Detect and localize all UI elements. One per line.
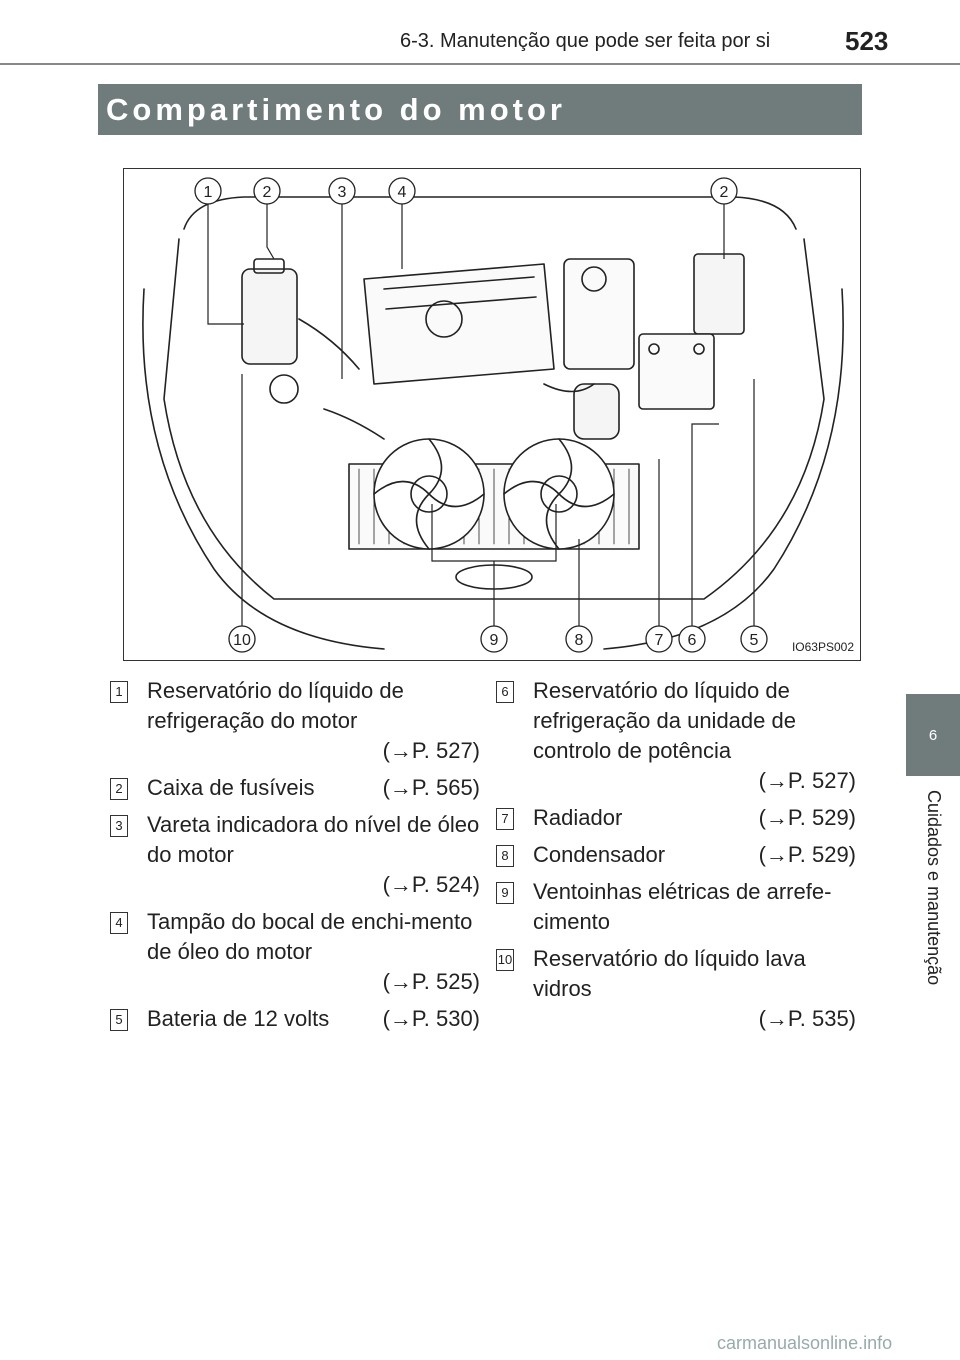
callout-2-right: 2 (720, 184, 729, 201)
callout-10: 10 (233, 632, 251, 649)
figure-code: IO63PS002 (791, 640, 854, 654)
callout-7: 7 (655, 632, 664, 649)
item-text: Radiador (533, 805, 623, 830)
list-item: 10 Reservatório do líquido lava vidros (… (496, 944, 856, 1034)
section-title: 6-3. Manutenção que pode ser feita por s… (400, 30, 771, 52)
list-item: 5 (→P. 530) Bateria de 12 volts (110, 1004, 480, 1034)
parts-list-left: 1 Reservatório do líquido de refrigeraçã… (110, 676, 480, 1041)
page-reference-link[interactable]: (→P. 525) (382, 969, 480, 994)
callout-2: 2 (263, 184, 272, 201)
item-number: 4 (110, 912, 128, 934)
item-text: Bateria de 12 volts (147, 1006, 330, 1031)
item-number: 9 (496, 882, 514, 904)
callout-9: 9 (490, 632, 499, 649)
item-number: 2 (110, 778, 128, 800)
list-item: 1 Reservatório do líquido de refrigeraçã… (110, 676, 480, 766)
item-number: 5 (110, 1009, 128, 1031)
list-item: 3 Vareta indicadora do nível de óleo do … (110, 810, 480, 900)
watermark: carmanualsonline.info (717, 1333, 893, 1353)
parts-list-right: 6 Reservatório do líquido de refrigeraçã… (496, 676, 856, 1041)
chapter-label: Cuidados e manutenção (924, 790, 944, 986)
item-text: Condensador (533, 842, 666, 867)
page-reference-link[interactable]: (→P. 535) (758, 1006, 856, 1031)
page-reference-link[interactable]: (→P. 529) (758, 805, 856, 830)
item-text: Reservatório do líquido de refrigeração … (533, 678, 796, 763)
item-number: 10 (496, 949, 514, 971)
page-title: Compartimento do motor (98, 84, 862, 135)
chapter-tab[interactable]: 6 (906, 694, 960, 776)
item-number: 6 (496, 681, 514, 703)
page-reference-link[interactable]: (→P. 527) (382, 738, 480, 763)
list-item: 4 Tampão do bocal de enchi-mento de óleo… (110, 907, 480, 997)
page-reference-link[interactable]: (→P. 529) (758, 842, 856, 867)
item-number: 1 (110, 681, 128, 703)
callout-5: 5 (750, 632, 759, 649)
item-number: 3 (110, 815, 128, 837)
item-text: Vareta indicadora do nível de óleo do mo… (147, 812, 480, 867)
item-text: Reservatório do líquido lava vidros (533, 946, 806, 1001)
page-number: 523 (845, 26, 889, 56)
engine-compartment-figure: 1 2 3 4 2 10 9 8 7 6 5 IO63PS002 (123, 168, 861, 661)
page-reference-link[interactable]: (→P. 524) (382, 872, 480, 897)
page-reference-link[interactable]: (→P. 530) (382, 1006, 480, 1031)
callout-8: 8 (575, 632, 584, 649)
callout-3: 3 (338, 184, 347, 201)
chapter-number: 6 (928, 726, 938, 744)
list-item: 8 (→P. 529) Condensador (496, 840, 856, 870)
list-item: 2 (→P. 565) Caixa de fusíveis (110, 773, 480, 803)
page-reference-link[interactable]: (→P. 565) (382, 775, 480, 800)
callout-1: 1 (204, 184, 213, 201)
page-reference-link[interactable]: (→P. 527) (758, 768, 856, 793)
header-rule (0, 63, 960, 65)
list-item: 9 Ventoinhas elétricas de arrefe-cimento (496, 877, 856, 937)
item-number: 7 (496, 808, 514, 830)
callout-4: 4 (398, 184, 407, 201)
item-number: 8 (496, 845, 514, 867)
list-item: 6 Reservatório do líquido de refrigeraçã… (496, 676, 856, 796)
item-text: Caixa de fusíveis (147, 775, 315, 800)
item-text: Reservatório do líquido de refrigeração … (147, 678, 404, 733)
engine-illustration: 1 2 3 4 2 10 9 8 7 6 5 (142, 177, 844, 653)
item-text: Tampão do bocal de enchi-mento de óleo d… (147, 909, 473, 964)
list-item: 7 (→P. 529) Radiador (496, 803, 856, 833)
callout-6: 6 (688, 632, 697, 649)
item-text: Ventoinhas elétricas de arrefe-cimento (533, 879, 832, 934)
